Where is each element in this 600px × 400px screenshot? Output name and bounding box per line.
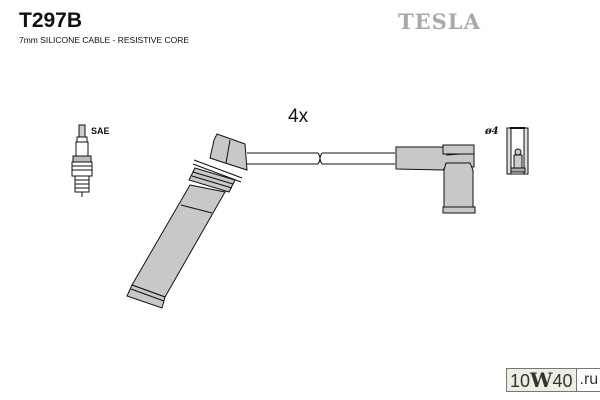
part-number: T297B xyxy=(19,9,83,32)
spark-plug-boot xyxy=(126,133,248,309)
spark-plug-label: SAE xyxy=(91,126,110,136)
brand-logo: TESLA xyxy=(398,9,481,34)
watermark-middle: W xyxy=(530,368,553,392)
spark-plug-icon xyxy=(71,124,93,197)
cable-description: 7mm SILICONE CABLE - RESISTIVE CORE xyxy=(19,35,190,45)
terminal-diameter-label: ø4 xyxy=(485,126,499,137)
terminal-icon xyxy=(506,127,529,175)
watermark-main: 10W40 xyxy=(507,369,577,391)
watermark-suffix: 40 xyxy=(552,371,573,391)
watermark-prefix: 10 xyxy=(510,371,531,391)
watermark-tld: .ru xyxy=(576,369,600,391)
ignition-cable xyxy=(247,152,395,165)
coil-boot xyxy=(395,144,476,214)
quantity-label: 4x xyxy=(288,106,309,127)
site-watermark: 10W40 .ru xyxy=(506,368,600,392)
